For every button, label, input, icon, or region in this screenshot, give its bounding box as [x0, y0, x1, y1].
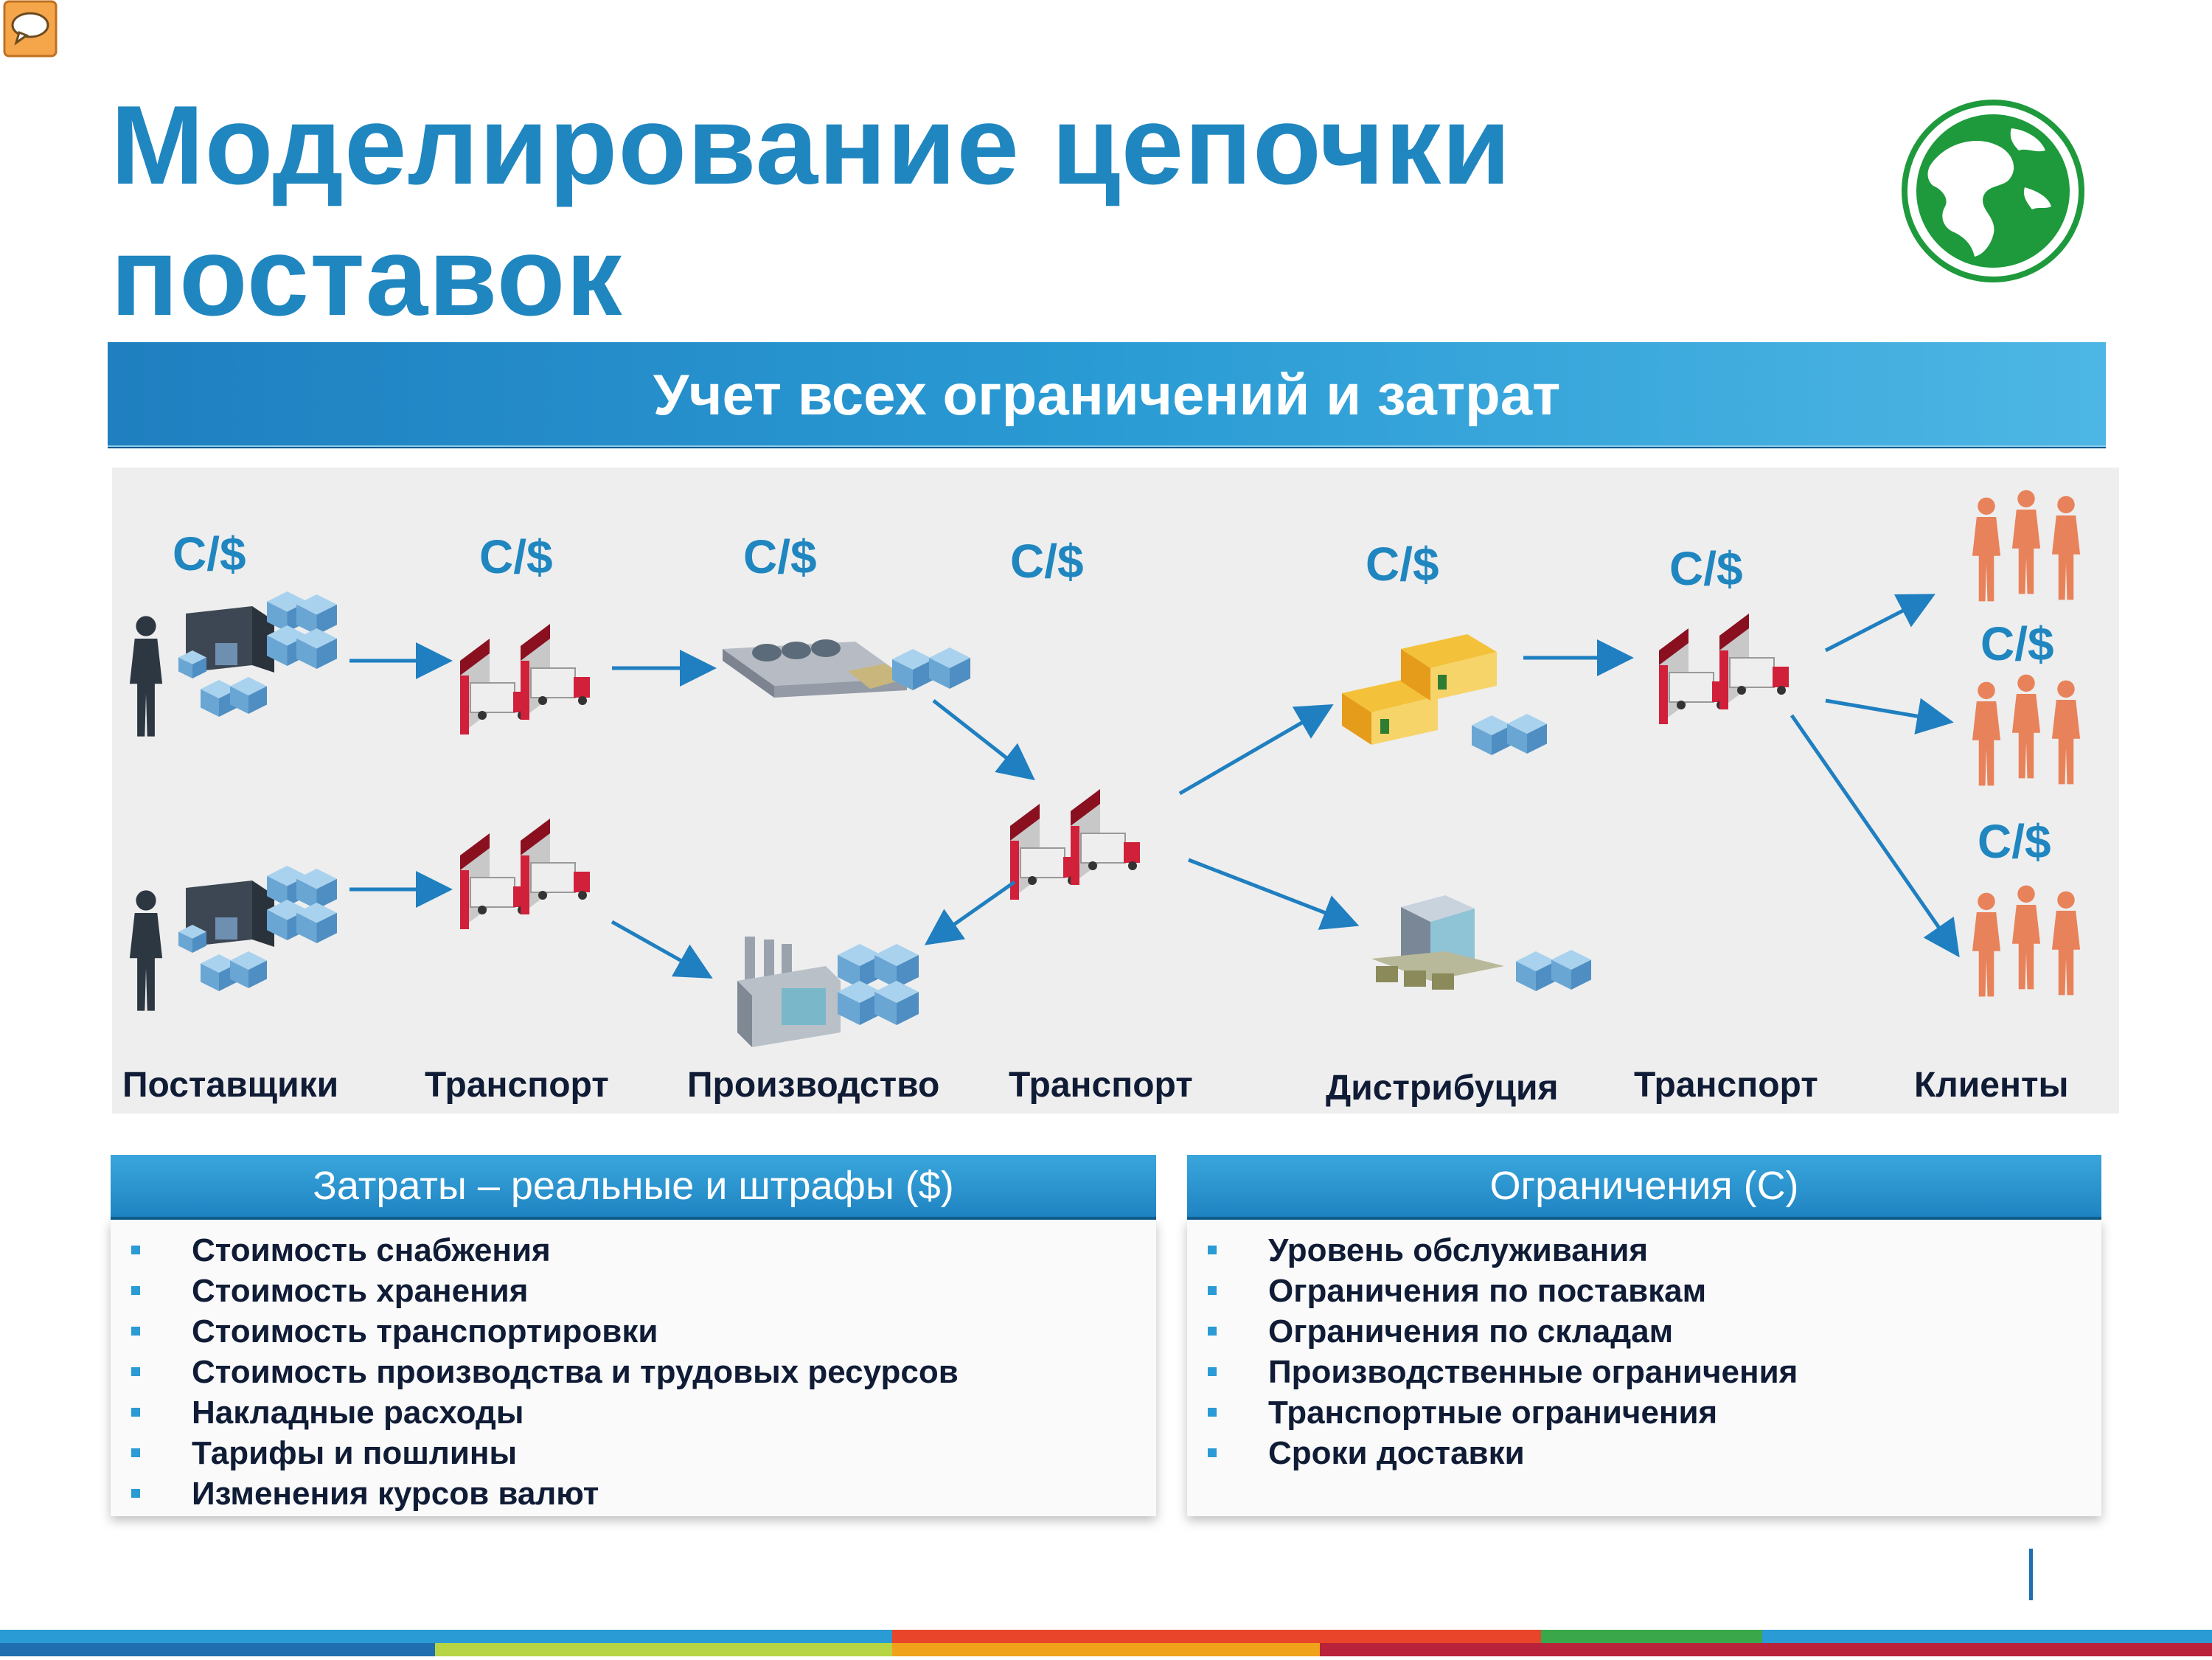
cost-label: C/$ [1010, 535, 1084, 588]
stage-label-transport: Транспорт [1009, 1066, 1193, 1105]
distribution-center-icon [1371, 895, 1591, 991]
stage-label-transport: Транспорт [425, 1066, 609, 1105]
bullet-icon [1208, 1448, 1217, 1457]
constraints-list: Уровень обслуживания Ограничения по пост… [1187, 1220, 2101, 1473]
bullet-icon [131, 1448, 140, 1457]
list-item: Уровень обслуживания [1187, 1230, 2101, 1271]
flow-arrows [349, 594, 1960, 979]
supplier-icon [130, 866, 337, 1011]
cost-label: C/$ [173, 527, 246, 580]
bullet-icon [1208, 1408, 1217, 1417]
section-banner: Учет всех ограничений и затрат [108, 342, 2106, 447]
constraints-panel-body: Уровень обслуживания Ограничения по пост… [1187, 1220, 2101, 1516]
costs-panel-body: Стоимость снабжения Стоимость хранения С… [111, 1220, 1156, 1516]
list-item: Тарифы и пошлины [111, 1433, 1156, 1473]
banner-title: Учет всех ограничений и затрат [653, 362, 1561, 427]
costs-panel: Затраты – реальные и штрафы ($) Стоимост… [111, 1155, 1156, 1516]
supply-chain-diagram [112, 468, 2119, 1114]
flow-arrow [1824, 594, 1935, 653]
factory-icon [737, 937, 919, 1047]
globe-icon [1902, 100, 2084, 282]
constraints-panel: Ограничения (C) Уровень обслуживания Огр… [1187, 1155, 2101, 1516]
warehouse-icon [1342, 634, 1547, 755]
flow-arrow [1188, 858, 1360, 930]
bullet-icon [1208, 1246, 1217, 1254]
bullet-icon [1208, 1367, 1217, 1376]
flow-arrow [924, 880, 1016, 945]
supplier-icon [130, 591, 337, 737]
flow-arrow [1178, 704, 1334, 796]
flow-arrow [1790, 714, 1960, 958]
constraints-panel-header: Ограничения (C) [1187, 1155, 2101, 1220]
costs-panel-header: Затраты – реальные и штрафы ($) [111, 1155, 1156, 1220]
bullet-icon [131, 1489, 140, 1498]
footer-color-bar [0, 1630, 2212, 1656]
cost-label: C/$ [1978, 815, 2051, 868]
cost-label: C/$ [1669, 542, 1743, 595]
customer-icon [1972, 885, 2081, 997]
stage-label-distribution: Дистрибуция [1326, 1069, 1559, 1108]
list-item: Стоимость снабжения [111, 1230, 1156, 1271]
flow-arrow [1825, 698, 1954, 735]
stage-label-production: Производство [687, 1066, 940, 1105]
list-item: Ограничения по складам [1187, 1311, 2101, 1352]
bullet-icon [1208, 1286, 1217, 1295]
bullet-icon [131, 1246, 140, 1254]
cost-label: C/$ [479, 530, 553, 583]
stage-label-transport: Транспорт [1634, 1066, 1818, 1105]
bullet-icon [1208, 1327, 1217, 1336]
cost-label: C/$ [743, 530, 817, 583]
costs-list: Стоимость снабжения Стоимость хранения С… [111, 1220, 1156, 1514]
bullet-icon [131, 1327, 140, 1336]
transport-dock-icon [460, 819, 590, 929]
conveyor-icon [723, 639, 970, 698]
bullet-icon [131, 1286, 140, 1295]
transport-dock-icon [1659, 614, 1789, 724]
list-item: Ограничения по поставкам [1187, 1271, 2101, 1311]
stage-label-customers: Клиенты [1914, 1066, 2069, 1105]
customer-icon [1972, 490, 2081, 602]
list-item: Стоимость транспортировки [111, 1311, 1156, 1352]
customer-icon [1972, 674, 2081, 786]
list-item: Стоимость хранения [111, 1271, 1156, 1311]
bullet-icon [131, 1367, 140, 1376]
transport-dock-icon [1010, 789, 1140, 900]
comment-icon[interactable] [3, 0, 58, 58]
stage-label-suppliers: Поставщики [122, 1066, 339, 1105]
flow-arrow [611, 920, 713, 979]
list-item: Стоимость производства и трудовых ресурс… [111, 1352, 1156, 1392]
list-item: Сроки доставки [1187, 1433, 2101, 1473]
list-item: Транспортные ограничения [1187, 1392, 2101, 1433]
page-title: Моделирование цепочки поставок [111, 83, 1512, 339]
list-item: Производственные ограничения [1187, 1352, 2101, 1392]
page-marker [2029, 1549, 2033, 1600]
list-item: Накладные расходы [111, 1392, 1156, 1433]
cost-label: C/$ [1366, 538, 1439, 591]
transport-dock-icon [460, 624, 590, 735]
cost-label: C/$ [1980, 617, 2054, 670]
list-item: Изменения курсов валют [111, 1473, 1156, 1514]
bullet-icon [131, 1408, 140, 1417]
flow-arrow [932, 699, 1035, 781]
